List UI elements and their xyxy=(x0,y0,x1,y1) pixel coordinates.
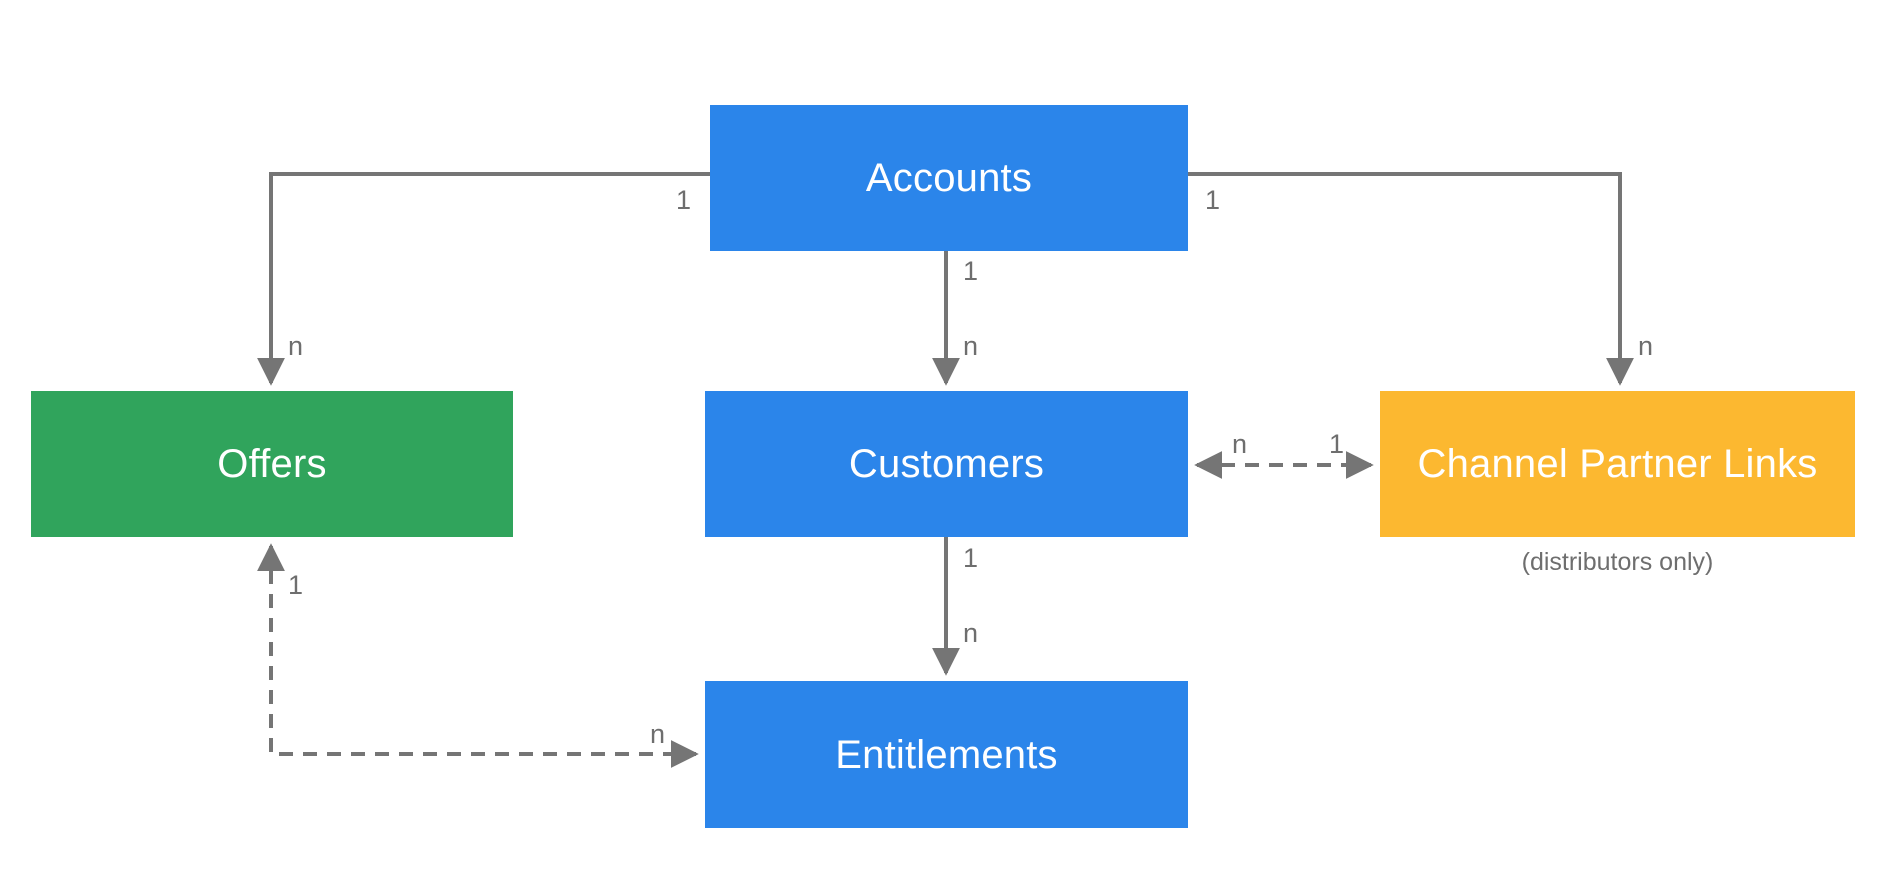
node-channel-partner-links[interactable]: Channel Partner Links xyxy=(1380,391,1855,537)
edge-label-customers-entitlements-one: 1 xyxy=(963,543,979,573)
edge-label-accounts-channel-partner-links-many: n xyxy=(1638,331,1654,361)
edge-accounts-to-offers xyxy=(257,172,710,386)
edge-label-accounts-customers-one: 1 xyxy=(963,256,979,286)
edge-label-offers-entitlements-one: 1 xyxy=(288,570,304,600)
edge-label-accounts-offers-one: 1 xyxy=(676,185,692,215)
node-customers-label: Customers xyxy=(848,442,1045,486)
node-accounts-label: Accounts xyxy=(865,156,1033,200)
edge-label-accounts-offers-many: n xyxy=(288,331,304,361)
edge-label-customers-entitlements-many: n xyxy=(963,618,979,648)
edge-offers-to-entitlements xyxy=(257,543,699,768)
node-entitlements-label: Entitlements xyxy=(835,732,1058,777)
edge-label-offers-entitlements-many: n xyxy=(650,719,666,749)
node-customers[interactable]: Customers xyxy=(705,391,1188,537)
edge-accounts-to-channel-partner-links xyxy=(1188,172,1634,386)
node-offers-label: Offers xyxy=(217,442,327,486)
edge-label-customers-channel-partner-links-many: n xyxy=(1232,429,1248,459)
node-accounts[interactable]: Accounts xyxy=(710,105,1188,251)
edge-label-accounts-customers-many: n xyxy=(963,331,979,361)
node-offers[interactable]: Offers xyxy=(31,391,513,537)
edge-label-customers-channel-partner-links-one: 1 xyxy=(1329,429,1345,459)
node-channel-partner-links-caption: (distributors only) xyxy=(1521,548,1714,576)
node-entitlements[interactable]: Entitlements xyxy=(705,681,1188,828)
edge-label-accounts-channel-partner-links-one: 1 xyxy=(1205,185,1221,215)
node-channel-partner-links-label: Channel Partner Links xyxy=(1417,442,1818,486)
